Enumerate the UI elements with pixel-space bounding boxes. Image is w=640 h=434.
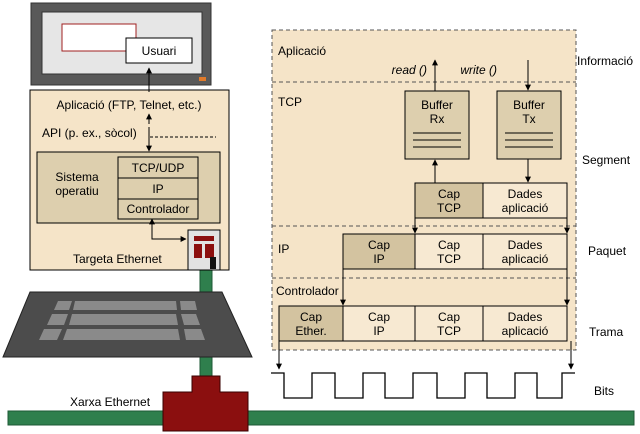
keyboard-keys [39, 301, 205, 340]
screen-window [61, 23, 137, 52]
unit-bits: Bits [594, 384, 614, 398]
segment-tcp-header-line2: TCP [437, 201, 461, 215]
card-port-icon [210, 257, 216, 269]
buffer-tx [496, 90, 562, 160]
t-connector-icon [162, 375, 249, 432]
buffer-rx-label-line1: Buffer [421, 98, 453, 112]
card-chip-icon [194, 236, 214, 241]
network-card-label: Targeta Ethernet [73, 252, 162, 266]
packet-data-line2: aplicació [502, 252, 549, 266]
frame-ip-header-line1: Cap [368, 310, 390, 324]
os-label-line2: operatiu [55, 184, 98, 198]
card-chip-icon [205, 244, 214, 258]
frame-tcp-header [414, 305, 484, 342]
stack-ip: IP [152, 182, 163, 196]
frame-data [482, 305, 568, 342]
unit-packet: Paquet [588, 244, 627, 258]
buffer-rx [404, 90, 470, 160]
packet-ip-header-line1: Cap [368, 238, 390, 252]
api-label: API (p. ex., sòcol) [42, 126, 137, 140]
os-label-line1: Sistema [55, 170, 99, 184]
packet-tcp-header-line1: Cap [438, 238, 460, 252]
frame-data-line2: aplicació [502, 324, 549, 338]
frame-tcp-header-line2: TCP [437, 324, 461, 338]
unit-segment: Segment [582, 153, 631, 167]
frame-ip-header-line2: IP [373, 324, 384, 338]
buffer-tx-label-line2: Tx [522, 112, 535, 126]
layer-driver-label: Controlador [276, 284, 339, 298]
segment-data-line2: aplicació [502, 201, 549, 215]
monitor-power-led-icon [199, 77, 206, 81]
application-label: Aplicació (FTP, Telnet, etc.) [57, 98, 202, 112]
frame-ether-header-line2: Ether. [295, 324, 326, 338]
segment-data [482, 182, 568, 219]
ethernet-network-cable [7, 410, 635, 426]
frame-data-line1: Dades [508, 310, 543, 324]
unit-frame: Trama [589, 325, 624, 339]
buffer-tx-label-line1: Buffer [513, 98, 545, 112]
segment-tcp-header [414, 182, 484, 219]
frame-ether-header-line1: Cap [300, 310, 322, 324]
segment-tcp-header-line1: Cap [438, 187, 460, 201]
stack-driver: Controlador [127, 202, 190, 216]
ethernet-network-label: Xarxa Ethernet [70, 395, 151, 409]
layer-application-label: Aplicació [278, 44, 326, 58]
driver-card-arrow [149, 218, 187, 242]
segment-data-line1: Dades [508, 187, 543, 201]
packet-data-line1: Dades [508, 238, 543, 252]
frame-ip-header [342, 305, 416, 342]
read-call-label: read () [392, 63, 427, 77]
frame-tcp-header-line1: Cap [438, 310, 460, 324]
layer-tcp-label: TCP [278, 95, 302, 109]
packet-tcp-header [414, 233, 484, 270]
bits-square-wave [271, 372, 575, 399]
card-chip-icon [194, 244, 202, 258]
packet-tcp-header-line2: TCP [437, 252, 461, 266]
write-call-label: write () [460, 63, 497, 77]
layer-ip-label: IP [278, 242, 289, 256]
buffer-rx-label-line2: Rx [430, 112, 445, 126]
user-box [125, 37, 193, 64]
packet-data [482, 233, 568, 270]
user-label: Usuari [142, 44, 177, 58]
operating-system-box [36, 151, 221, 224]
packet-ip-header-line2: IP [373, 252, 384, 266]
unit-information: Informació [577, 54, 633, 68]
stack-tcp-udp: TCP/UDP [132, 161, 185, 175]
